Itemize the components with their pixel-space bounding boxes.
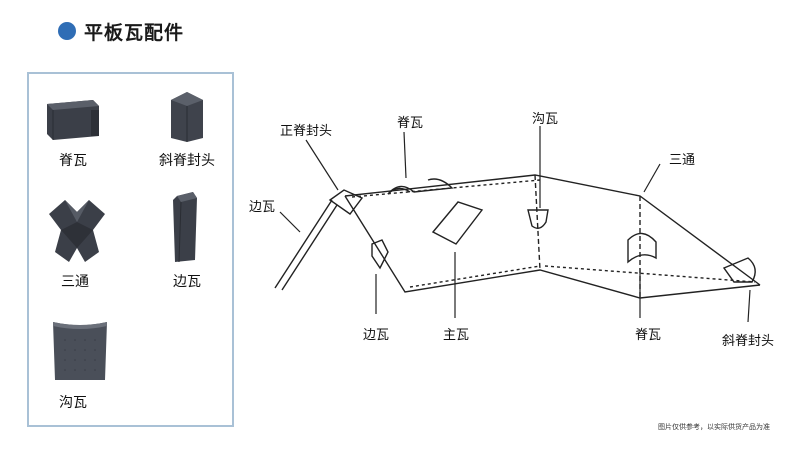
ridge-tile-icon xyxy=(47,100,99,140)
label-gutter-tile: 沟瓦 xyxy=(531,112,559,127)
part-label-edge: 边瓦 xyxy=(173,274,201,290)
label-ridge-tile-bottom: 脊瓦 xyxy=(634,328,662,343)
three-way-tile-icon xyxy=(49,200,105,262)
hip-ridge-cap-icon xyxy=(171,92,203,142)
parts-panel: 脊瓦 斜脊封头 三通 边瓦 沟瓦 xyxy=(27,72,234,427)
label-edge-tile-left: 边瓦 xyxy=(248,200,276,215)
edge-tile-icon xyxy=(173,192,197,263)
page-title: 平板瓦配件 xyxy=(84,22,185,44)
label-main-tile: 主瓦 xyxy=(442,328,470,343)
part-label-hip-cap: 斜脊封头 xyxy=(159,153,215,169)
label-edge-tile-bottom: 边瓦 xyxy=(362,328,390,343)
label-ridge-end-cap: 正脊封头 xyxy=(279,124,333,139)
label-three-way: 三通 xyxy=(668,153,696,168)
title-bullet xyxy=(58,22,76,40)
label-hip-ridge-cap: 斜脊封头 xyxy=(721,334,775,349)
part-label-gutter: 沟瓦 xyxy=(59,395,87,411)
part-label-three-way: 三通 xyxy=(61,274,89,290)
gutter-tile-icon xyxy=(53,322,107,380)
disclaimer-note: 图片仅供参考，以实际供货产品为准 xyxy=(658,423,770,431)
label-ridge-tile-top: 脊瓦 xyxy=(396,116,424,131)
part-label-ridge: 脊瓦 xyxy=(59,153,87,169)
